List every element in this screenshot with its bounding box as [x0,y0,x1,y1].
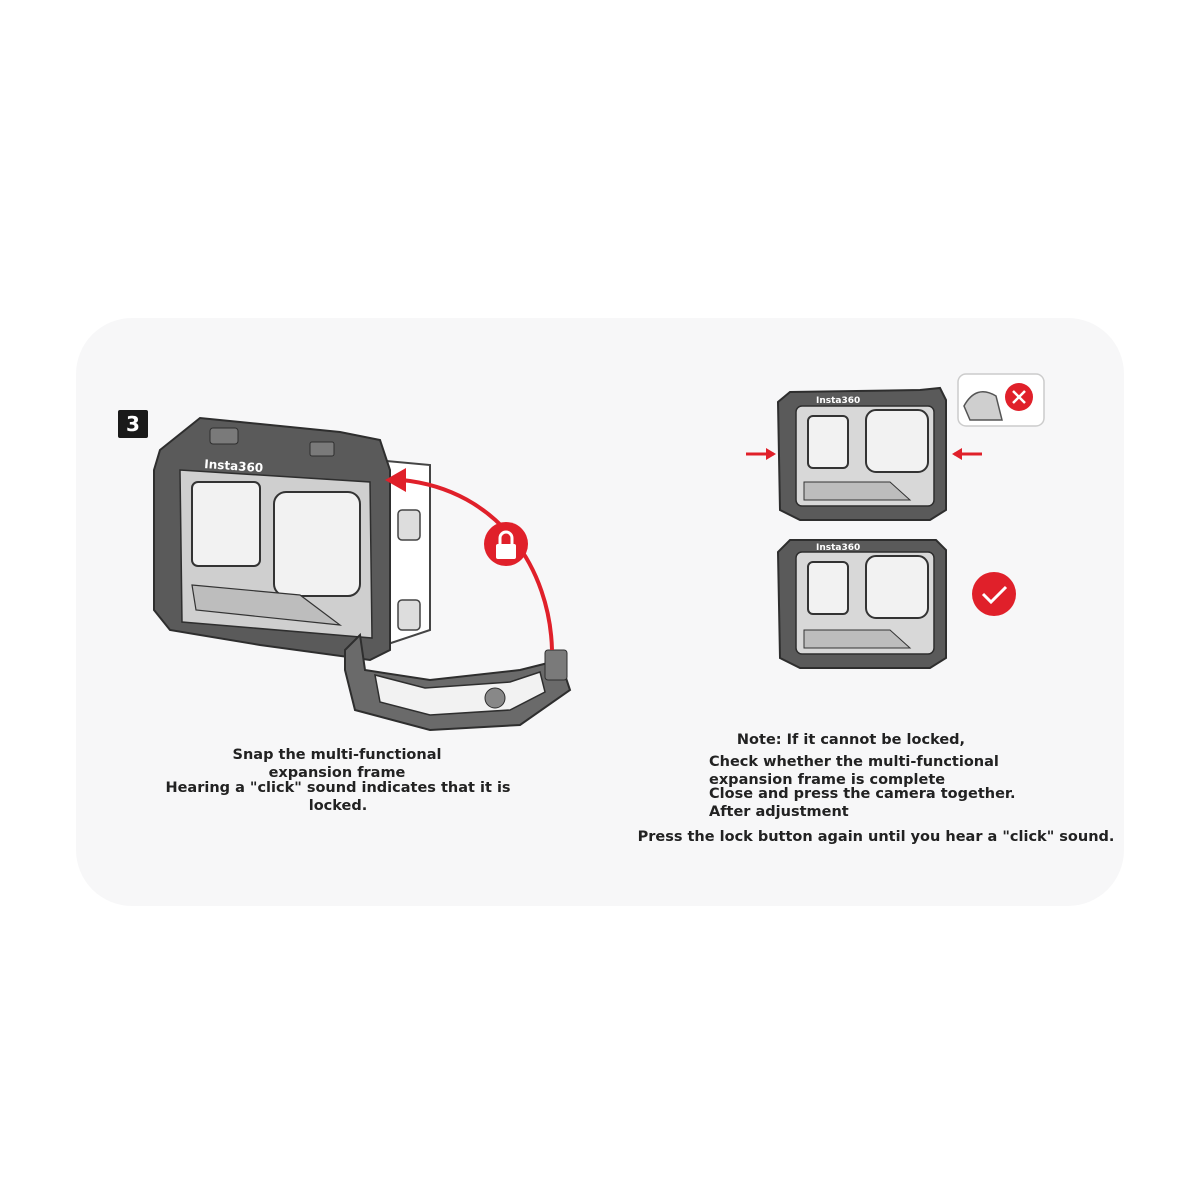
camera-brand-label: Insta360 [204,457,264,475]
note-line-1: Note: If it cannot be locked, [736,732,966,748]
left-caption-line-3: Hearing a "click" sound indicates that i… [165,780,511,796]
left-caption-line-1: Snap the multi-functional [232,747,442,763]
note-line-6: Press the lock button again until you he… [637,829,1115,845]
note-line-4: Close and press the camera together. [709,786,1016,802]
note-line-2: Check whether the multi-functional [709,754,999,770]
camera-frame-locked-illustration: Insta360 [776,539,1016,669]
left-caption-line-4: locked. [308,798,368,814]
x-mark-icon [1005,383,1033,411]
padlock-icon [484,522,528,566]
step-number-badge: 3 [118,410,148,438]
camera-brand-label-top: Insta360 [816,396,860,406]
note-line-3: expansion frame is complete [709,772,946,788]
checkmark-icon [972,572,1016,616]
left-caption-line-2: expansion frame [268,765,406,781]
camera-frame-assembly-illustration: Insta360 [153,416,572,732]
note-line-5: After adjustment [709,804,849,820]
camera-brand-label-bottom: Insta360 [816,543,860,553]
camera-frame-unlocked-illustration: Insta360 [746,373,1045,521]
